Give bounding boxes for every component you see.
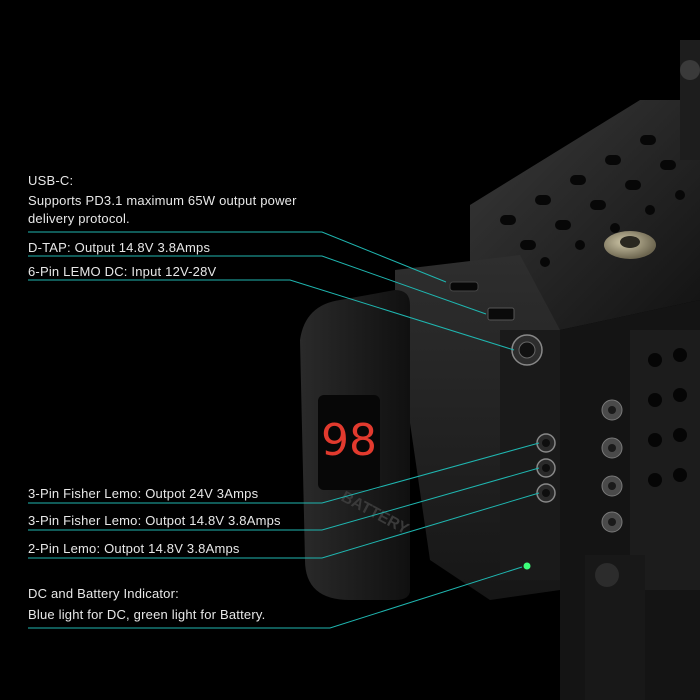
indicator-light <box>523 562 531 570</box>
fisher3-148v-label: 3-Pin Fisher Lemo: Outpot 14.8V 3.8Amps <box>28 513 281 528</box>
usbc-description-line2: delivery protocol. <box>28 211 130 226</box>
usbc-description-line1: Supports PD3.1 maximum 65W output power <box>28 193 297 208</box>
battery-display-readout: 98 <box>321 415 377 466</box>
power-plate <box>395 255 560 600</box>
leader-dtap <box>28 255 487 315</box>
cage-side-body <box>560 300 700 700</box>
indicator-description: Blue light for DC, green light for Batte… <box>28 607 266 622</box>
dtap-label: D-TAP: Output 14.8V 3.8Amps <box>28 240 211 255</box>
leader-lines <box>28 231 540 629</box>
lemo2-label: 2-Pin Lemo: Outpot 14.8V 3.8Amps <box>28 541 240 556</box>
leader-indicator <box>28 566 523 629</box>
usb-c-port <box>449 281 479 292</box>
usbc-title: USB-C: <box>28 173 74 188</box>
leader-fisher-24 <box>28 442 540 504</box>
lemo6-label: 6-Pin LEMO DC: Input 12V-28V <box>28 264 217 279</box>
locking-knob <box>604 231 656 259</box>
leader-usbc <box>28 231 447 283</box>
leader-fisher-148 <box>28 467 540 531</box>
v-mount-battery: 98 BATTERY <box>300 290 412 600</box>
d-tap-port <box>487 307 515 321</box>
leader-lemo6 <box>28 279 515 351</box>
indicator-title: DC and Battery Indicator: <box>28 586 179 601</box>
leader-lemo2 <box>28 492 540 559</box>
fisher3-24v-label: 3-Pin Fisher Lemo: Outpot 24V 3Amps <box>28 486 259 501</box>
